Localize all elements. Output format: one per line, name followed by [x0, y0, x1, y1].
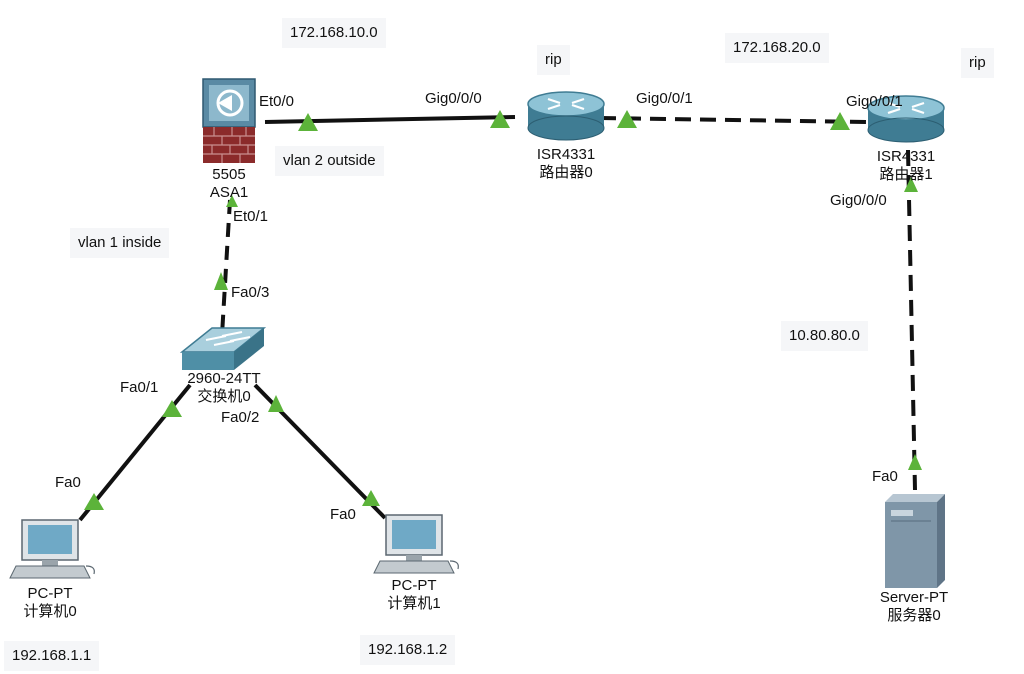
device-name-switch0: 交换机0 — [197, 388, 251, 405]
marker-pc1-fa0 — [362, 490, 380, 506]
link-router1-server[interactable] — [906, 149, 917, 491]
pc1-icon[interactable] — [373, 514, 459, 574]
link-asa-router0[interactable] — [264, 115, 516, 124]
marker-r0-gig001 — [617, 110, 637, 128]
port-label-r0-gig000: Gig0/0/0 — [425, 90, 482, 107]
port-label-srv-fa0: Fa0 — [872, 468, 898, 485]
pc0-icon[interactable] — [9, 519, 95, 579]
vlan-label-outside: vlan 2 outside — [275, 146, 384, 176]
device-label-asa[interactable]: 5505 ASA1 — [210, 166, 248, 202]
device-name-pc0: 计算机0 — [23, 603, 77, 620]
device-label-switch0[interactable]: 2960-24TT 交换机0 — [187, 370, 260, 406]
marker-sw-fa02 — [268, 395, 284, 412]
asa-firewall-icon[interactable] — [202, 78, 256, 163]
port-label-sw-fa02: Fa0/2 — [221, 409, 260, 426]
marker-srv-fa0 — [908, 454, 922, 470]
marker-r1-gig000 — [904, 177, 918, 192]
network-label-server: 10.80.80.0 — [781, 321, 868, 351]
port-label-sw-fa03: Fa0/3 — [231, 284, 270, 301]
device-name-router0: 路由器0 — [539, 164, 593, 181]
port-label-r1-gig001: Gig0/0/1 — [846, 93, 903, 110]
device-model-pc0: PC-PT — [27, 585, 73, 602]
network-label-outside: 172.168.10.0 — [282, 18, 386, 48]
device-label-server0[interactable]: Server-PT 服务器0 — [880, 589, 948, 625]
vlan-label-inside: vlan 1 inside — [70, 228, 170, 258]
device-name-server0: 服务器0 — [887, 607, 941, 624]
device-label-pc0[interactable]: PC-PT 计算机0 — [23, 585, 76, 621]
routing-label-rip-right: rip — [961, 48, 994, 78]
switch0-icon[interactable] — [179, 327, 267, 370]
marker-r0-gig000 — [490, 110, 510, 128]
device-model-server0: Server-PT — [879, 589, 949, 606]
router0-icon[interactable] — [527, 91, 605, 141]
marker-r1-gig001 — [830, 112, 850, 130]
device-label-pc1[interactable]: PC-PT 计算机1 — [387, 577, 440, 613]
device-model-pc1: PC-PT — [391, 577, 437, 594]
port-label-r0-gig001: Gig0/0/1 — [636, 90, 693, 107]
device-name-pc1: 计算机1 — [387, 595, 441, 612]
marker-pc0-fa0 — [84, 493, 104, 510]
marker-sw-fa01 — [162, 400, 182, 417]
link-status-markers — [84, 110, 922, 510]
port-label-pc0-fa0: Fa0 — [55, 474, 81, 491]
port-label-pc1-fa0: Fa0 — [330, 506, 356, 523]
device-label-router1[interactable]: ISR4331 路由器1 — [877, 148, 935, 184]
network-label-wan: 172.168.20.0 — [725, 33, 829, 63]
marker-asa-et01 — [226, 195, 238, 207]
device-model-router0: ISR4331 — [536, 146, 596, 163]
port-label-asa-et00: Et0/0 — [259, 93, 295, 110]
device-model-asa: 5505 — [212, 166, 246, 183]
ip-label-pc1: 192.168.1.2 — [360, 635, 456, 665]
marker-sw-fa03 — [214, 272, 228, 290]
ip-label-pc0: 192.168.1.1 — [4, 641, 100, 671]
device-label-router0[interactable]: ISR4331 路由器0 — [537, 146, 595, 182]
router1-icon[interactable] — [867, 95, 945, 143]
device-model-router1: ISR4331 — [876, 148, 936, 165]
device-model-switch0: 2960-24TT — [187, 370, 261, 387]
link-asa-switch[interactable] — [220, 199, 232, 336]
link-router0-router1[interactable] — [599, 116, 871, 124]
routing-label-rip-left: rip — [537, 45, 570, 75]
port-label-r1-gig000: Gig0/0/0 — [830, 192, 887, 209]
port-label-sw-fa01: Fa0/1 — [120, 379, 159, 396]
device-name-asa: ASA1 — [209, 184, 249, 201]
marker-asa-et00 — [298, 113, 318, 131]
port-label-asa-et01: Et0/1 — [233, 208, 269, 225]
server0-icon[interactable] — [885, 494, 945, 588]
device-name-router1: 路由器1 — [879, 166, 933, 183]
